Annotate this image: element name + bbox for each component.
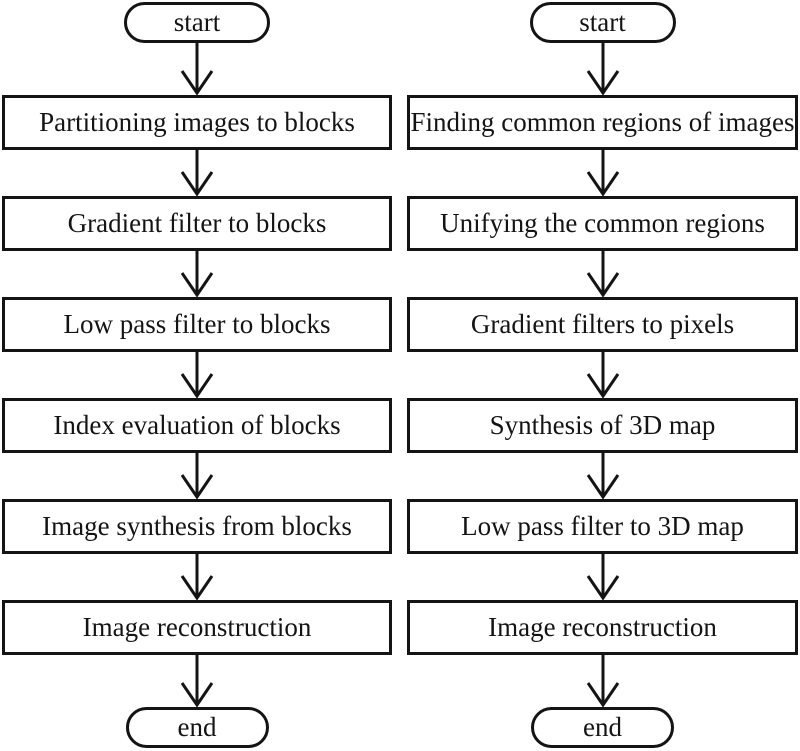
start-terminal: start — [529, 2, 676, 43]
arrow-down-icon — [586, 150, 619, 196]
start-label: start — [173, 7, 221, 37]
end-terminal: end — [531, 707, 674, 748]
flow-step-label: Gradient filters to pixels — [470, 309, 735, 339]
flow-step-label: Synthesis of 3D map — [489, 410, 716, 440]
arrow-down-icon — [180, 554, 214, 600]
flow-step-box: Finding common regions of images — [407, 95, 798, 150]
down-arrow-connector — [583, 43, 623, 95]
flow-step-label: Image synthesis from blocks — [42, 511, 352, 541]
arrow-down-icon — [586, 352, 619, 398]
flow-step-box: Gradient filters to pixels — [407, 297, 798, 352]
arrow-down-icon — [586, 251, 619, 297]
flow-step-box: Low pass filter to 3D map — [407, 499, 798, 554]
down-arrow-connector — [177, 655, 217, 707]
down-arrow-connector — [177, 43, 217, 95]
start-terminal: start — [124, 2, 270, 43]
flow-step-label: Partitioning images to blocks — [39, 107, 355, 137]
end-terminal: end — [125, 707, 269, 748]
end-label: end — [177, 712, 217, 742]
flow-step-label: Gradient filter to blocks — [67, 208, 327, 238]
down-arrow-connector — [177, 150, 217, 196]
down-arrow-connector — [583, 453, 623, 499]
arrow-down-icon — [180, 150, 214, 196]
flow-step-label: Unifying the common regions — [440, 208, 765, 238]
arrow-down-icon — [586, 43, 619, 95]
flowchart-left-column: start Partitioning images to blocks Grad… — [2, 0, 392, 748]
down-arrow-connector — [177, 453, 217, 499]
arrow-down-icon — [180, 43, 214, 95]
flow-step-box: Index evaluation of blocks — [2, 398, 392, 453]
down-arrow-connector — [583, 655, 623, 707]
flow-step-box: Image reconstruction — [407, 600, 798, 655]
arrow-down-icon — [180, 251, 214, 297]
down-arrow-connector — [583, 554, 623, 600]
flow-step-box: Gradient filter to blocks — [2, 196, 392, 251]
flow-step-label: Image reconstruction — [82, 612, 312, 642]
down-arrow-connector — [177, 554, 217, 600]
flow-step-label: Finding common regions of images — [410, 107, 795, 137]
flow-step-box: Synthesis of 3D map — [407, 398, 798, 453]
flow-step-label: Low pass filter to blocks — [63, 309, 331, 339]
arrow-down-icon — [586, 554, 619, 600]
flow-step-box: Image synthesis from blocks — [2, 499, 392, 554]
down-arrow-connector — [583, 352, 623, 398]
end-label: end — [583, 712, 622, 742]
arrow-down-icon — [586, 453, 619, 499]
down-arrow-connector — [583, 150, 623, 196]
down-arrow-connector — [177, 352, 217, 398]
arrow-down-icon — [180, 453, 214, 499]
flow-step-box: Low pass filter to blocks — [2, 297, 392, 352]
arrow-down-icon — [586, 655, 619, 707]
flow-step-box: Partitioning images to blocks — [2, 95, 392, 150]
flowchart-right-column: start Finding common regions of images U… — [407, 0, 798, 748]
flow-step-label: Low pass filter to 3D map — [461, 511, 744, 541]
down-arrow-connector — [583, 251, 623, 297]
flow-step-box: Unifying the common regions — [407, 196, 798, 251]
flow-step-label: Image reconstruction — [488, 612, 717, 642]
arrow-down-icon — [180, 655, 214, 707]
flow-step-label: Index evaluation of blocks — [53, 410, 341, 440]
start-label: start — [579, 7, 626, 37]
down-arrow-connector — [177, 251, 217, 297]
flow-step-box: Image reconstruction — [2, 600, 392, 655]
arrow-down-icon — [180, 352, 214, 398]
